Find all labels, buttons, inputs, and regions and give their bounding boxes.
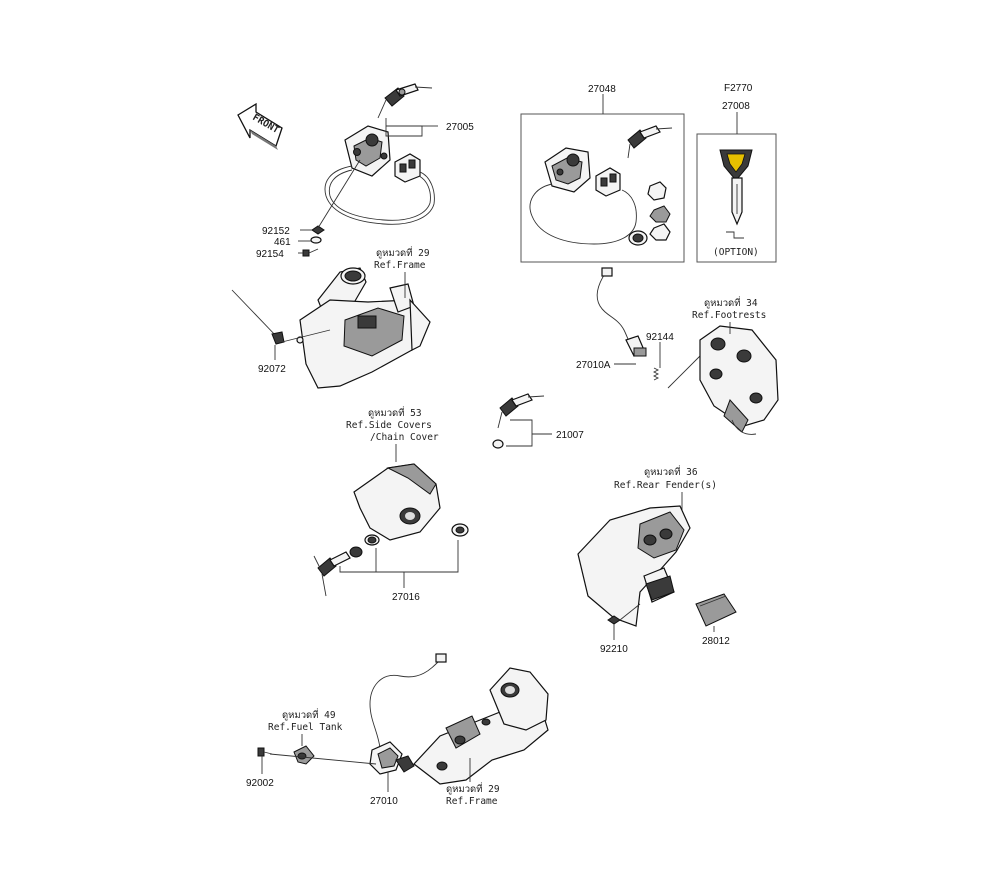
part-92002[interactable]: 92002: [246, 778, 274, 789]
bolt-icon: [257, 747, 273, 757]
front-arrow-icon: FRONT: [237, 102, 283, 150]
key-icon: [497, 393, 545, 429]
part-461[interactable]: 461: [274, 237, 291, 248]
part-92072[interactable]: 92072: [258, 364, 286, 375]
ref-fuel-tank-line1[interactable]: ดูหมวดที่ 49: [282, 708, 336, 721]
part-28012[interactable]: 28012: [702, 636, 730, 647]
ref-side-covers-line2[interactable]: Ref.Side Covers: [346, 420, 432, 431]
fuel-lock-cable-27010: 27010 ดูหมวดที่ 49 Ref.Fuel Tank 92002: [246, 653, 447, 807]
ref-frame-top-line1[interactable]: ดูหมวดที่ 29: [376, 246, 430, 259]
option-label[interactable]: (OPTION): [713, 247, 759, 258]
bolt-icon: [302, 248, 319, 257]
part-27048[interactable]: 27048: [588, 84, 616, 95]
rear-fender-28012: ดูหมวดที่ 36 Ref.Rear Fender(s) 28012 92…: [577, 465, 737, 655]
spring-icon: [652, 367, 660, 381]
ignition-switch-set-27005: 27005 92152 461 92154: [256, 83, 474, 260]
ref-rear-fender-line2[interactable]: Ref.Rear Fender(s): [614, 480, 717, 491]
part-27010A[interactable]: 27010A: [576, 360, 611, 371]
lock-set-27048: 27048: [520, 84, 685, 263]
part-92210[interactable]: 92210: [600, 644, 628, 655]
washer-icon: [310, 236, 322, 244]
part-92144[interactable]: 92144: [646, 332, 674, 343]
ref-fuel-tank-line2[interactable]: Ref.Fuel Tank: [268, 722, 343, 733]
switch-body-icon: [344, 125, 391, 177]
fuel-tank-bracket-icon: [293, 745, 315, 765]
ref-rear-fender-line1[interactable]: ดูหมวดที่ 36: [644, 465, 698, 478]
part-27016[interactable]: 27016: [392, 592, 420, 603]
ref-side-covers-line3[interactable]: /Chain Cover: [370, 432, 439, 443]
key-icon: [627, 125, 673, 159]
footrest-bracket: ดูหมวดที่ 34 Ref.Footrests: [692, 296, 779, 435]
blank-key-27008: F2770 27008 (OPTION): [696, 83, 777, 263]
part-92152[interactable]: 92152: [262, 226, 290, 237]
option-box: [696, 133, 777, 263]
ref-footrests-line2[interactable]: Ref.Footrests: [692, 310, 766, 321]
part-92154[interactable]: 92154: [256, 249, 284, 260]
ref-frame-bottom-line2[interactable]: Ref.Frame: [446, 796, 498, 807]
part-27008[interactable]: 27008: [722, 101, 750, 112]
key-cap-icon: [492, 439, 504, 449]
key-blank-icon: [719, 149, 753, 226]
cable-tie-icon: [231, 289, 285, 345]
key-set-21007: 21007: [492, 393, 584, 449]
lock-cable-27010A: 92144 27010A: [576, 267, 707, 389]
part-27005[interactable]: 27005: [446, 122, 474, 133]
nut-icon: [311, 225, 325, 235]
part-F2770[interactable]: F2770: [724, 83, 753, 94]
part-21007[interactable]: 21007: [556, 430, 584, 441]
side-cover-lock-27016: ดูหมวดที่ 53 Ref.Side Covers /Chain Cove…: [313, 406, 469, 603]
key-icon: [377, 83, 433, 119]
frame-rear-section: ดูหมวดที่ 29 Ref.Frame: [413, 667, 549, 807]
ref-frame-top-line2[interactable]: Ref.Frame: [374, 260, 426, 271]
ref-side-covers-line1[interactable]: ดูหมวดที่ 53: [368, 406, 422, 419]
part-27010[interactable]: 27010: [370, 796, 398, 807]
frame-headpipe: 92072 ดูหมวดที่ 29 Ref.Frame: [231, 246, 431, 389]
connector-icon: [394, 153, 421, 183]
ref-frame-bottom-line1[interactable]: ดูหมวดที่ 29: [446, 782, 500, 795]
key-icon: [313, 551, 351, 597]
ref-footrests-line1[interactable]: ดูหมวดที่ 34: [704, 296, 758, 309]
set-27048-box: [520, 113, 685, 263]
